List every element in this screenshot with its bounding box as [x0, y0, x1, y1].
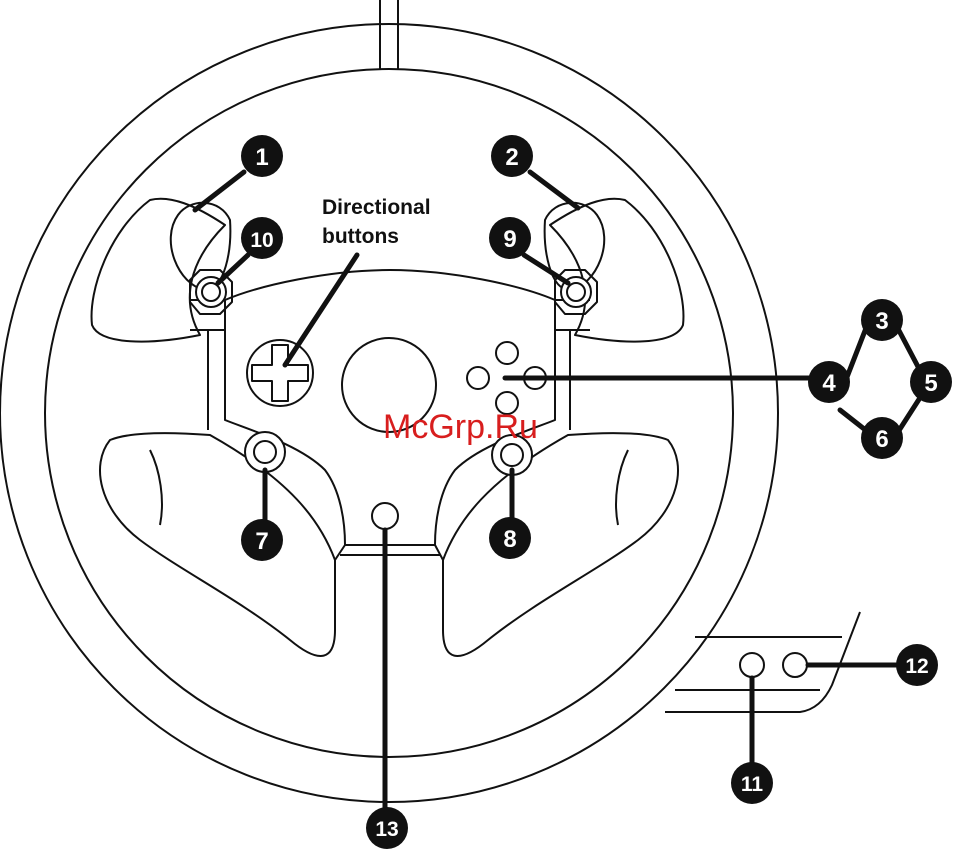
callout-7: 7	[241, 519, 283, 561]
directional-pad[interactable]	[247, 340, 313, 406]
callout-10-label: 10	[250, 229, 273, 252]
callout-10: 10	[241, 217, 283, 259]
callout-7-label: 7	[255, 528, 268, 555]
lower-right-inner-edge	[616, 450, 628, 525]
callout-12-label: 12	[905, 655, 928, 678]
callout-6-label: 6	[875, 426, 888, 453]
wheel-rim	[0, 0, 778, 802]
face-button-4[interactable]	[467, 367, 489, 389]
callout-8-label: 8	[503, 526, 516, 553]
lower-right-opening	[443, 433, 678, 656]
callout-5: 5	[910, 361, 952, 403]
callout-3: 3	[861, 299, 903, 341]
callout-12: 12	[896, 644, 938, 686]
left-spoke	[190, 300, 225, 430]
callout-11: 11	[731, 762, 773, 804]
callout-6: 6	[861, 417, 903, 459]
callout-2: 2	[491, 135, 533, 177]
callout-4-label: 4	[822, 370, 836, 397]
bottom-spoke	[335, 545, 443, 560]
lower-left-opening	[100, 433, 335, 656]
button-11[interactable]	[740, 653, 764, 677]
callout-13: 13	[366, 807, 408, 849]
callout-13-label: 13	[375, 818, 398, 841]
watermark: McGrp.Ru	[383, 408, 538, 446]
button-13[interactable]	[372, 503, 398, 529]
right-spoke	[555, 300, 590, 430]
directional-label-line1: Directional	[322, 196, 431, 219]
callout-3-label: 3	[875, 308, 888, 335]
callout-8: 8	[489, 517, 531, 559]
button-7[interactable]	[245, 432, 285, 472]
lower-left-inner-edge	[150, 450, 162, 525]
callout-11-label: 11	[741, 773, 764, 796]
callout-4: 4	[808, 361, 850, 403]
button-12[interactable]	[783, 653, 807, 677]
directional-label-line2: buttons	[322, 225, 399, 248]
callout-1: 1	[241, 135, 283, 177]
leader-lines	[195, 172, 925, 812]
face-button-3[interactable]	[496, 342, 518, 364]
callout-9: 9	[489, 217, 531, 259]
callout-5-label: 5	[924, 370, 937, 397]
callout-2-label: 2	[505, 144, 518, 171]
callout-1-label: 1	[255, 144, 268, 171]
callout-9-label: 9	[503, 226, 516, 253]
